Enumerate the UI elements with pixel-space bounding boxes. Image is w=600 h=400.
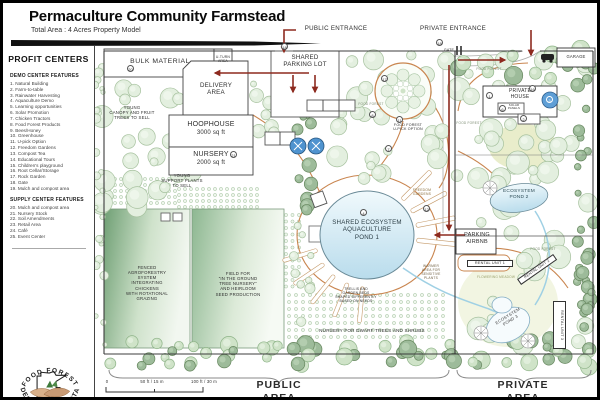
page-title: Permaculture Community Farmstead — [29, 8, 286, 25]
chicken-coop — [160, 212, 171, 222]
leaf-icon — [46, 380, 54, 388]
header-divider — [11, 40, 321, 46]
legend-sidebar: PROFIT CENTERS DEMO CENTER FEATURES 1. N… — [3, 46, 95, 397]
car-icon — [541, 54, 554, 63]
delivery-area-building — [182, 60, 249, 116]
profit-centers-title: PROFIT CENTERS — [8, 54, 89, 64]
demo-center-header: DEMO CENTER FEATURES — [10, 73, 79, 79]
circulation-arrows — [213, 29, 535, 239]
shed — [309, 190, 328, 209]
garage-building — [556, 47, 596, 68]
property-boundary — [103, 50, 594, 355]
solar-panels-box — [497, 102, 525, 115]
supply-center-list: 20. Mulch and compost area 21. Nursery S… — [10, 204, 70, 239]
page-subtitle: Total Area : 4 Acres Property Model — [31, 27, 141, 34]
pond-1-shape — [319, 190, 415, 280]
parking-airbnb-lot — [455, 228, 497, 255]
hand-shape — [43, 387, 71, 397]
company-logo: FOOD FOREST DESIGN MINNESOTA — [19, 367, 81, 397]
supply-center-header: SUPPLY CENTER FEATURES — [10, 196, 84, 203]
chicken-coop — [172, 212, 183, 222]
inground-nursery-field — [191, 208, 285, 349]
scale-bar — [105, 387, 204, 393]
rental-unit-1-building — [457, 254, 511, 272]
fenced-agroforestry-field — [103, 208, 191, 349]
nursery-building — [168, 146, 254, 176]
hoophouse-building — [168, 114, 254, 148]
area-braces — [108, 369, 592, 385]
root-cellar-box — [517, 113, 541, 125]
flower-garden-icons — [473, 180, 536, 349]
sidebar-divider — [12, 247, 86, 249]
rainwater-pond-shape — [541, 91, 559, 109]
pond-2-shape — [489, 183, 549, 213]
demo-center-list: 1. Natural Building 2. Farm-to-table 3. … — [10, 81, 70, 191]
water-tank-icons — [289, 137, 325, 155]
storage-row — [306, 99, 356, 112]
rock-garden-mandala — [374, 62, 432, 120]
leaf-icon — [51, 380, 58, 387]
